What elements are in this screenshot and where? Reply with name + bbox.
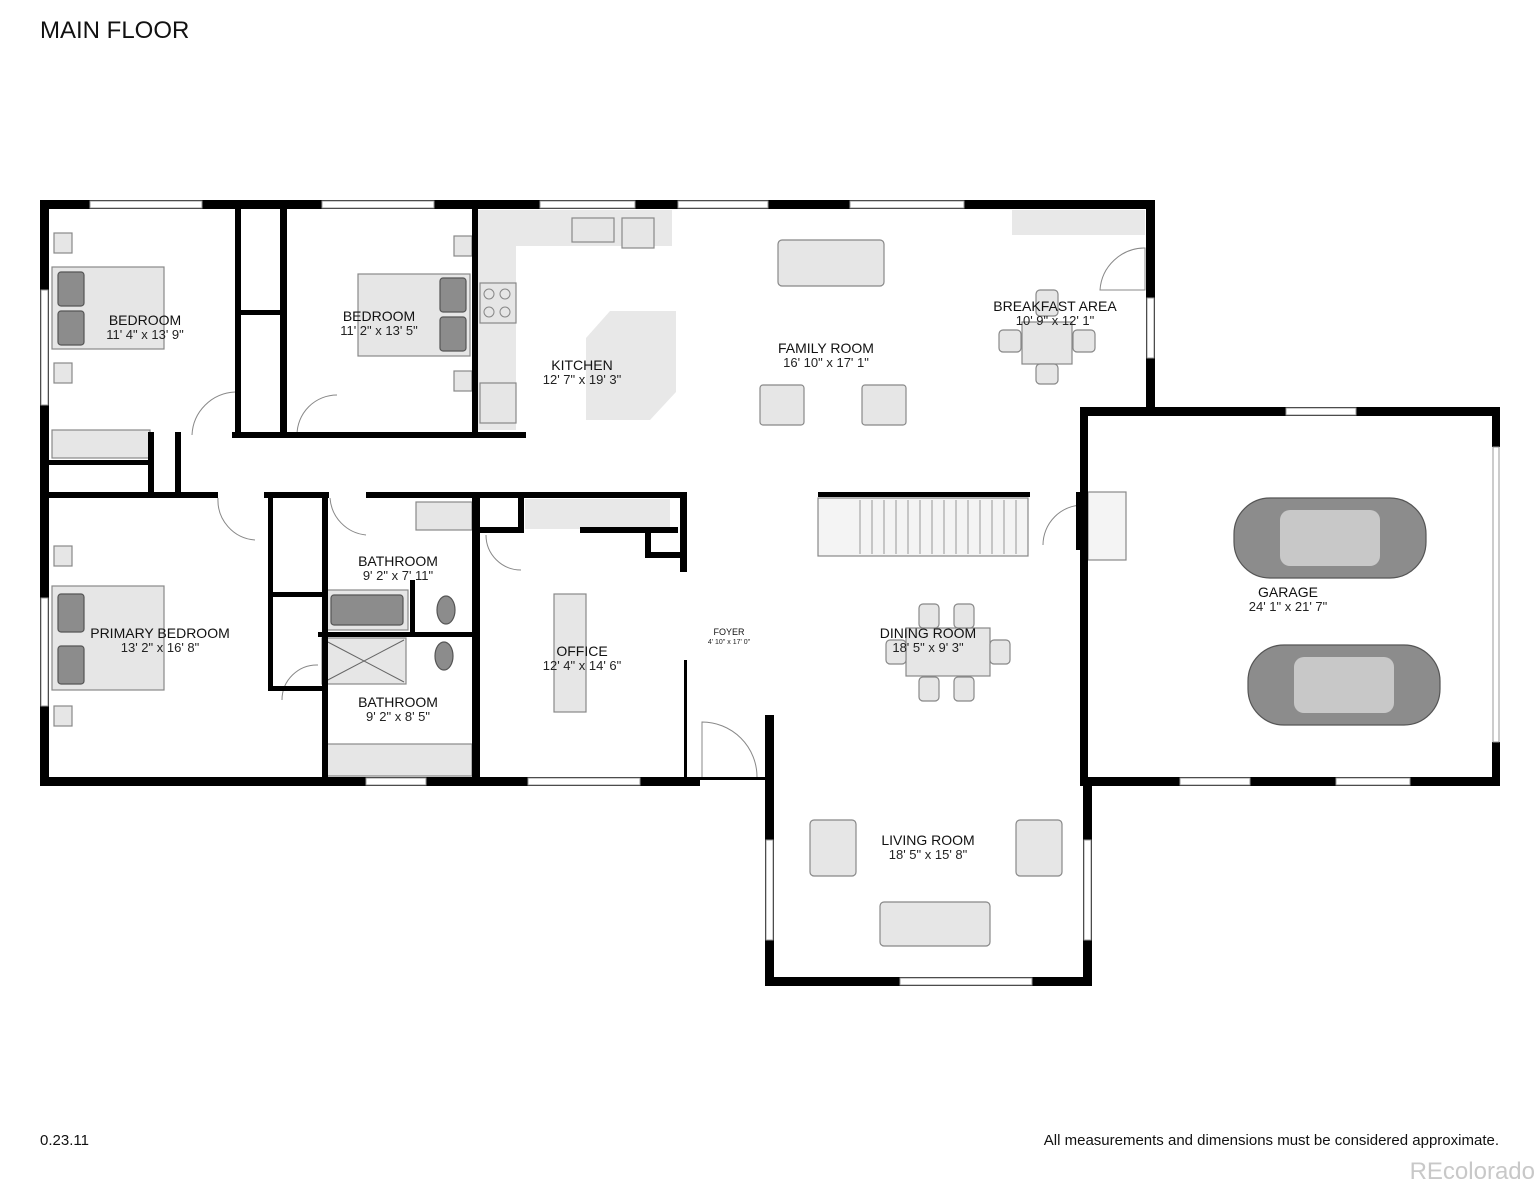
room-name: GARAGE: [1258, 584, 1318, 600]
room-dims: 4' 10" x 17' 0": [708, 639, 751, 646]
room-dims: 13' 2" x 16' 8": [121, 640, 200, 655]
watermark-logo: REcolorado: [1409, 1158, 1535, 1185]
room-dims: 12' 7" x 19' 3": [543, 372, 622, 387]
room-name: PRIMARY BEDROOM: [90, 625, 230, 641]
version-label: 0.23.11: [40, 1132, 89, 1149]
room-dims: 16' 10" x 17' 1": [783, 355, 869, 370]
room-name: BATHROOM: [358, 694, 438, 710]
room-dims: 11' 2" x 13' 5": [340, 323, 418, 338]
room-name: FAMILY ROOM: [778, 340, 874, 356]
windows: [40, 200, 1500, 986]
room-dims: 18' 5" x 15' 8": [889, 847, 968, 862]
room-name: DINING ROOM: [880, 625, 976, 641]
room-name: KITCHEN: [551, 357, 612, 373]
room-name: BEDROOM: [343, 308, 415, 324]
room-name: LIVING ROOM: [881, 832, 974, 848]
room-labels: BEDROOM 11' 4" x 13' 9" BEDROOM 11' 2" x…: [90, 298, 1327, 862]
room-name: OFFICE: [556, 643, 607, 659]
room-name: BATHROOM: [358, 553, 438, 569]
floor-title: MAIN FLOOR: [40, 17, 190, 44]
room-dims: 9' 2" x 8' 5": [366, 709, 430, 724]
room-dims: 18' 5" x 9' 3": [892, 640, 964, 655]
room-dims: 9' 2" x 7' 11": [363, 568, 434, 583]
room-name: FOYER: [713, 627, 745, 637]
room-dims: 24' 1" x 21' 7": [1249, 599, 1328, 614]
room-dims: 10' 9" x 12' 1": [1016, 313, 1095, 328]
room-dims: 12' 4" x 14' 6": [543, 658, 622, 673]
room-name: BEDROOM: [109, 312, 181, 328]
room-name: BREAKFAST AREA: [993, 298, 1117, 314]
furniture: [51, 210, 1441, 947]
disclaimer: All measurements and dimensions must be …: [1043, 1132, 1499, 1149]
room-dims: 11' 4" x 13' 9": [106, 327, 184, 342]
